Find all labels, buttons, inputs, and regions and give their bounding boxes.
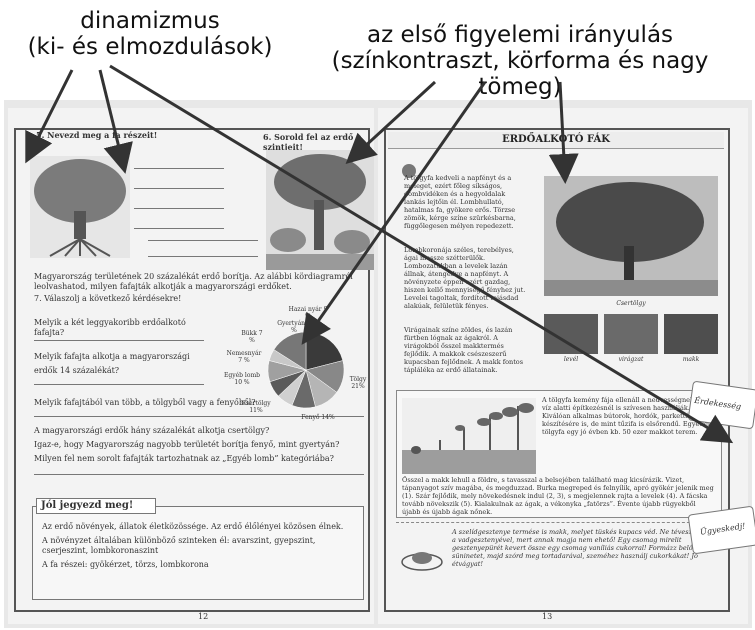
callout-left-line2: (ki- és elmozdulások) — [27, 34, 273, 60]
callout-left-line1: dinamizmus — [80, 8, 220, 34]
text-paragraph-1: A tölgyfa kedveli a napfényt és a melege… — [404, 174, 516, 230]
recipe-box — [396, 522, 720, 603]
callout-left: dinamizmus (ki- és elmozdulások) — [20, 8, 280, 60]
answer-line[interactable] — [148, 240, 258, 241]
page-number-right: 13 — [542, 612, 553, 621]
forest-species-pie-chart — [267, 331, 345, 409]
tree-diagram-image — [30, 156, 130, 258]
question-b-1: Melyik fafajta alkotja a magyarországi — [34, 352, 190, 361]
answer-line[interactable] — [134, 208, 224, 209]
seedling-growth-illustration — [402, 398, 536, 474]
text-paragraph-5: Ősszel a makk lehull a földre, s tavassz… — [402, 476, 714, 516]
question-5: 5. Nevezd meg a fa részeit! — [36, 130, 158, 140]
photo-caption-main: Csertölgy — [616, 300, 646, 307]
answer-line[interactable] — [34, 340, 204, 341]
oak-tree-photo — [544, 176, 718, 296]
question-7: 7. Válaszolj a következő kérdésekre! — [34, 294, 182, 303]
acorn-photo — [664, 314, 718, 354]
note-text-1: Az erdő növények, állatok életközössége.… — [42, 522, 344, 531]
note-text-2: A növényzet általában különböző szinteke… — [42, 536, 316, 555]
pie-label-bukk: Bükk 7 % — [241, 330, 263, 344]
pie-label-egyeb-lomb: Egyéb lomb 10 % — [224, 372, 260, 386]
caption-flower: virágzat — [618, 356, 644, 363]
pie-label-hazai-nyar: Hazai nyár 9 % — [288, 306, 328, 320]
dish-illustration — [401, 552, 443, 571]
pie-label-gyertyan: Gyertyán 5 % — [277, 320, 311, 334]
note-box — [32, 506, 364, 600]
pie-label-csertolgy: Csertölgy 11% — [241, 400, 271, 414]
question-b-2: erdők 14 százalékát? — [34, 366, 120, 375]
intro-text: Magyarország területének 20 százalékát e… — [34, 272, 353, 291]
answer-line[interactable] — [34, 384, 204, 385]
left-page: 5. Nevezd meg a fa részeit! 6. Sorold fe… — [8, 108, 374, 624]
answer-line[interactable] — [134, 188, 224, 189]
forest-levels-image — [266, 150, 374, 270]
answer-line[interactable] — [34, 474, 364, 475]
pie-label-nemesnyar: Nemesnyár 7 % — [226, 350, 262, 364]
question-f: Milyen fel nem sorolt fafajták tartozhat… — [34, 454, 334, 463]
answer-line[interactable] — [134, 228, 224, 229]
caption-leaf: levél — [563, 356, 579, 363]
question-a: Melyik a két leggyakoribb erdőalkotó faf… — [34, 318, 186, 337]
question-e: Igaz-e, hogy Magyarország nagyobb terüle… — [34, 440, 340, 449]
book-spread: 5. Nevezd meg a fa részeit! 6. Sorold fe… — [4, 100, 752, 628]
caption-acorn: makk — [682, 356, 700, 363]
callout-right-line1: az első figyelemi irányulás — [366, 22, 674, 48]
page-number-left: 12 — [198, 612, 209, 621]
text-paragraph-6: A szelídgesztenye termése is makk, melye… — [452, 528, 717, 568]
leaf-photo — [544, 314, 598, 354]
note-text-3: A fa részei: gyökérzet, törzs, lombkoron… — [42, 560, 209, 569]
text-paragraph-3: Virágainak színe zöldes, és lazán fürtbe… — [404, 326, 524, 374]
note-title: Jól jegyezd meg! — [36, 498, 156, 514]
question-d: A magyarországi erdők hány százalékát al… — [34, 426, 270, 435]
answer-line[interactable] — [148, 256, 258, 257]
question-6: 6. Sorold fel az erdő szintjeit! — [263, 132, 354, 152]
flower-photo — [604, 314, 658, 354]
callout-right: az első figyelemi irányulás (színkontras… — [290, 22, 750, 100]
text-paragraph-2: Lombkoronája széles, terebélyes, ágai me… — [404, 246, 526, 310]
pie-label-fenyo: Fenyő 14% — [301, 414, 335, 421]
pie-label-tolgy: Tölgy 21% — [349, 376, 367, 390]
answer-line[interactable] — [134, 168, 224, 169]
section-title: ERDŐALKOTÓ FÁK — [502, 134, 610, 145]
callout-right-line2: (színkontraszt, körforma és nagy tömeg) — [331, 48, 709, 100]
